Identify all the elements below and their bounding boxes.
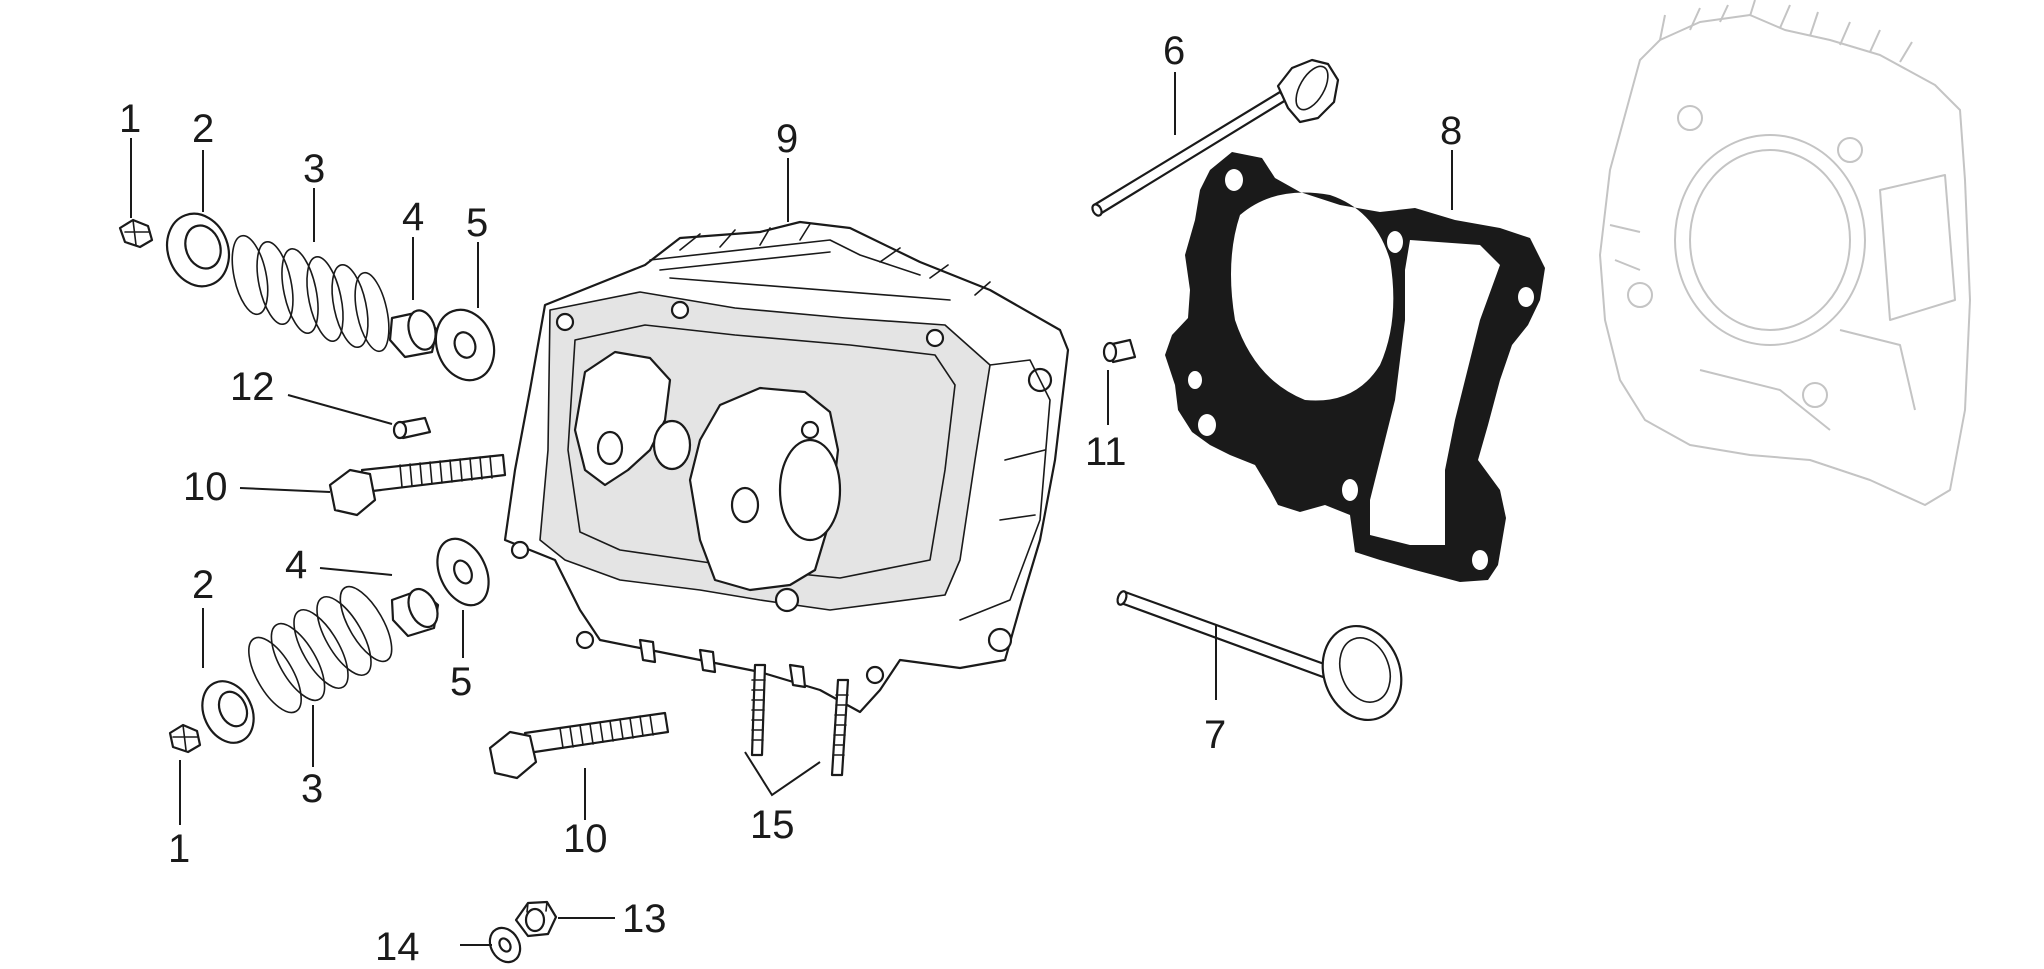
valve-seal-icon: [390, 587, 440, 638]
dowel-pin-icon: [392, 416, 432, 440]
leader-line-15: [744, 751, 821, 797]
leader-line-12: [287, 394, 393, 425]
cylinder-icon: [1599, 0, 1971, 506]
callout-5b: 5: [450, 660, 472, 704]
dowel-pin-icon: [1102, 338, 1137, 364]
callout-5a: 5: [466, 201, 488, 245]
callout-4a: 4: [402, 195, 424, 239]
bolt-icon: [328, 453, 507, 517]
valve-keeper-icon: [118, 218, 154, 249]
callout-7: 7: [1204, 713, 1226, 757]
callout-4b: 4: [285, 543, 307, 587]
leader-lines: [130, 72, 1453, 946]
callout-12: 12: [230, 365, 275, 409]
spring-retainer-icon: [165, 212, 231, 288]
callout-2a: 2: [192, 107, 214, 151]
valve-spring-icon: [231, 234, 390, 353]
callout-13: 13: [622, 897, 667, 941]
callout-6: 6: [1163, 29, 1185, 73]
spring-washer-icon: [434, 308, 496, 382]
valve-icon: [1091, 58, 1340, 217]
callout-10a: 10: [183, 465, 228, 509]
callout-11: 11: [1085, 430, 1127, 474]
spring-washer-icon: [436, 537, 490, 607]
callout-14: 14: [375, 925, 420, 969]
callout-3b: 3: [301, 767, 323, 811]
spring-retainer-icon: [201, 680, 255, 744]
callout-9: 9: [776, 117, 798, 161]
bolt-icon: [488, 711, 670, 780]
leader-line-4b: [319, 567, 393, 576]
valve-spring-icon: [248, 585, 393, 714]
valve-icon: [1116, 590, 1403, 722]
callout-8: 8: [1440, 109, 1462, 153]
callout-10b: 10: [563, 817, 608, 861]
callout-1b: 1: [168, 827, 190, 871]
callout-15: 15: [750, 803, 795, 847]
callout-2b: 2: [192, 563, 214, 607]
valve-seal-icon: [388, 309, 439, 359]
callout-3a: 3: [303, 147, 325, 191]
callout-labels: 1 1 2 2 3 3 4 4 5 5 6 7 8 9 10 10 11 12 …: [119, 29, 1462, 969]
valve-keeper-icon: [168, 723, 202, 754]
nut-icon: [514, 900, 558, 938]
cylinder-head-icon: [503, 220, 1070, 714]
callout-1a: 1: [119, 97, 141, 141]
stud-icon: [750, 663, 767, 757]
washer-icon: [488, 926, 522, 964]
leader-line-10a: [239, 487, 331, 493]
stud-icon: [830, 678, 850, 777]
head-gasket-icon: [1165, 152, 1545, 582]
